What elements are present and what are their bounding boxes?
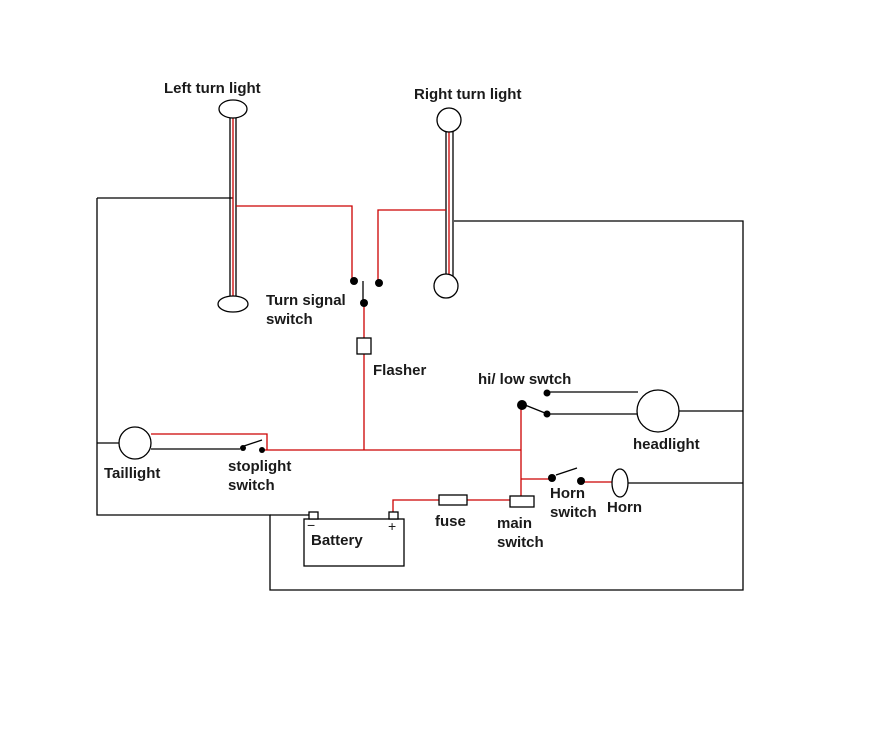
left-turn-light-bottom-bulb	[217, 295, 249, 313]
stoplight-switch-contact-left	[240, 445, 246, 451]
battery-neg-symbol: −	[307, 517, 315, 533]
battery-pos-symbol: +	[388, 518, 396, 534]
hi-low-switch-low-contact	[543, 410, 551, 418]
hot-wires	[151, 118, 612, 513]
turn-switch-pivot	[360, 299, 368, 307]
right-turn-light-bottom-bulb	[433, 273, 459, 299]
horn-switch-contact-right	[577, 477, 585, 485]
right-turn-light-stem	[445, 131, 454, 276]
main-switch-box	[509, 495, 535, 508]
hi-low-switch-pivot	[517, 400, 527, 410]
turn-switch-right-contact	[375, 279, 383, 287]
battery-pos-terminal	[388, 511, 399, 520]
stoplight-switch-label-line1: stoplight	[228, 458, 291, 475]
right-turn-light-feed	[377, 131, 450, 282]
main-switch-label-line1: main	[497, 515, 532, 532]
turn-signal-switch-label-line1: Turn signal	[266, 292, 346, 309]
ground-wire-hi-low	[547, 391, 638, 415]
left-turn-light-label: Left turn light	[164, 80, 261, 97]
turn-switch-left-contact	[350, 277, 358, 285]
horn-body	[611, 468, 629, 498]
fuse-body	[438, 494, 468, 506]
left-turn-light-top-bulb	[218, 99, 248, 119]
battery-body	[303, 518, 405, 567]
ground-wire-left-frame	[96, 197, 744, 591]
horn-switch-lever	[555, 467, 578, 476]
horn-feed	[521, 478, 612, 483]
flasher-box	[356, 337, 372, 355]
hi-low-switch-label: hi/ low swtch	[478, 371, 571, 388]
taillight-bulb	[118, 426, 152, 460]
headlight-label: headlight	[633, 436, 700, 453]
stoplight-switch-label-line2: switch	[228, 477, 275, 494]
horn-switch-label-line1: Horn	[550, 485, 585, 502]
horn-switch-label-line2: switch	[550, 504, 597, 521]
headlight-bulb	[636, 389, 680, 433]
left-turn-light-stem	[229, 118, 237, 297]
battery-neg-terminal	[308, 511, 319, 520]
battery-to-fuse-wire	[392, 499, 439, 513]
horn-switch-contact-left	[548, 474, 556, 482]
taillight-label: Taillight	[104, 465, 160, 482]
stoplight-switch-lever	[243, 439, 263, 447]
battery-label: Battery	[311, 532, 363, 549]
ground-wires	[96, 118, 744, 591]
horn-label: Horn	[607, 499, 642, 516]
hi-low-switch-lever	[524, 404, 546, 414]
stoplight-switch-contact-right	[259, 447, 265, 453]
right-turn-light-top-bulb	[436, 107, 462, 133]
flasher-label: Flasher	[373, 362, 427, 379]
hi-low-switch-hi-contact	[543, 389, 551, 397]
taillight-feed	[151, 433, 268, 450]
right-turn-light-label: Right turn light	[414, 86, 521, 103]
fuse-label: fuse	[435, 513, 466, 530]
left-turn-light-feed	[232, 118, 353, 297]
main-switch-label-line2: switch	[497, 534, 544, 551]
turn-signal-switch-label-line2: switch	[266, 311, 313, 328]
